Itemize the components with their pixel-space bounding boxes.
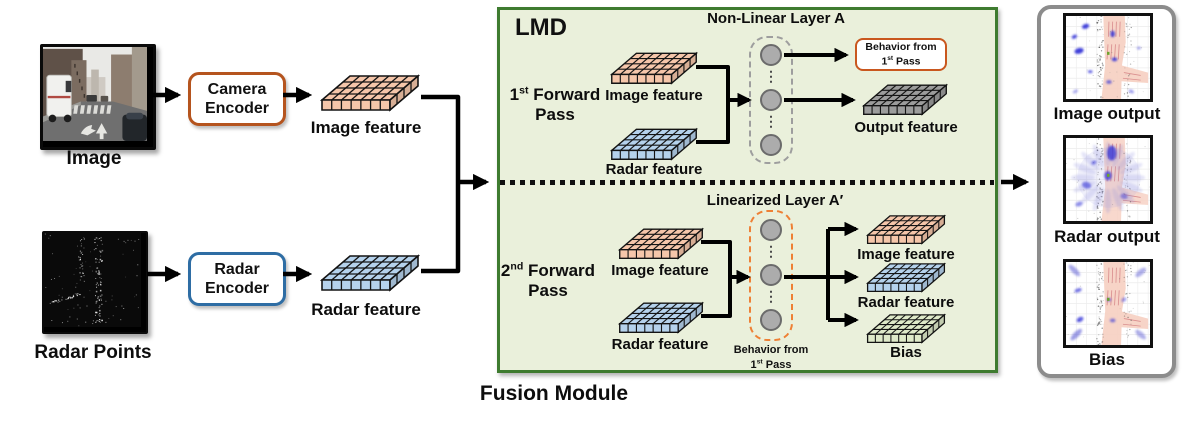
camera-encoder-box: Camera Encoder — [188, 72, 286, 126]
pass2-radar-feature-label: Radar feature — [611, 336, 709, 353]
pass1-output-feature-label: Output feature — [854, 119, 958, 136]
fusion-module-caption: Fusion Module — [479, 382, 629, 405]
pass2-layer-title: Linearized Layer A′ — [706, 192, 844, 209]
camera-encoder-label-line1: Camera — [207, 81, 267, 98]
pass2-out-image-feature-slab — [866, 211, 946, 245]
camera-encoder-label-line2: Encoder — [204, 100, 269, 117]
pass1-output-feature-slab — [862, 80, 948, 116]
neuron-circle — [760, 44, 782, 66]
image-feature-slab-left — [320, 70, 420, 112]
behavior-from-first-pass-box: Behavior from 1st Pass — [855, 38, 947, 71]
pass1-radar-feature-slab — [610, 124, 698, 161]
neuron-circle — [760, 264, 782, 286]
radar-encoder-label-line1: Radar — [214, 261, 260, 278]
image-input-label: Image — [66, 148, 122, 169]
pass2-out-radar-feature-slab — [866, 259, 946, 293]
radar-encoder-label-line2: Encoder — [204, 280, 269, 297]
radar-feature-label-left: Radar feature — [311, 300, 421, 319]
pass2-out-image-feature-label: Image feature — [857, 246, 955, 263]
neuron-circle — [760, 89, 782, 111]
image-input-photo — [40, 44, 156, 150]
image-output-visualization — [1063, 13, 1153, 102]
dotted-divider — [500, 180, 994, 185]
radar-output-visualization — [1063, 135, 1153, 224]
bias-output-label: Bias — [1089, 350, 1125, 369]
image-output-label: Image output — [1053, 104, 1161, 123]
pass1-layer-title: Non-Linear Layer A — [707, 10, 845, 27]
radar-output-label: Radar output — [1054, 227, 1160, 246]
behavior-from-first-pass-note: Behavior from 1st Pass — [733, 344, 809, 372]
neuron-circle — [760, 309, 782, 331]
bias-output-visualization — [1063, 259, 1153, 348]
pass2-out-radar-feature-label: Radar feature — [857, 294, 955, 311]
radar-feature-slab-left — [320, 250, 420, 292]
neuron-circle — [760, 134, 782, 156]
neuron-circle — [760, 219, 782, 241]
lmd-title: LMD — [515, 14, 567, 41]
pass2-image-feature-label: Image feature — [611, 262, 709, 279]
pass2-label: 2nd Forward Pass — [500, 260, 596, 300]
pass2-image-feature-slab — [618, 224, 704, 260]
pass2-radar-feature-slab — [618, 298, 704, 334]
pass1-radar-feature-label: Radar feature — [605, 161, 703, 178]
pass1-image-feature-label: Image feature — [605, 87, 703, 104]
pass2-out-bias-slab — [866, 310, 946, 344]
pass1-label: 1st Forward Pass — [509, 84, 601, 124]
pass2-out-bias-label: Bias — [890, 344, 922, 361]
radar-encoder-box: Radar Encoder — [188, 252, 286, 306]
vertical-dots: ⋮ — [764, 288, 778, 304]
radar-input-photo — [42, 231, 148, 334]
pass1-image-feature-slab — [610, 48, 698, 85]
vertical-dots: ⋮ — [764, 68, 778, 84]
vertical-dots: ⋮ — [764, 243, 778, 259]
image-feature-label-left: Image feature — [310, 118, 422, 137]
vertical-dots: ⋮ — [764, 113, 778, 129]
radar-input-label: Radar Points — [34, 342, 152, 363]
